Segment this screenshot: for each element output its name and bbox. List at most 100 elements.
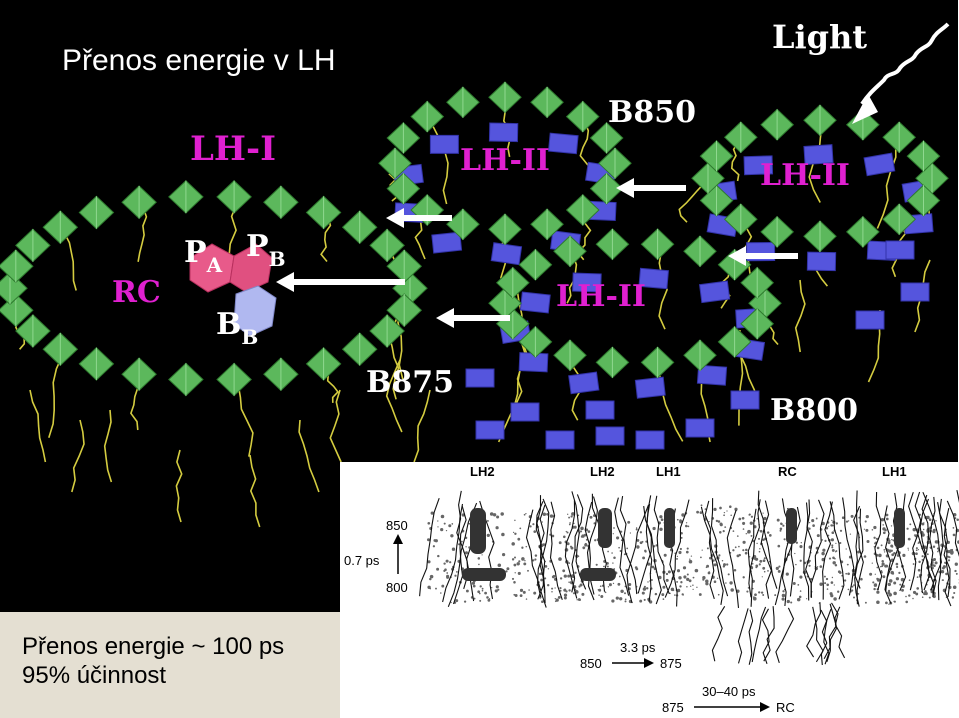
inset-residue-dot <box>797 584 799 586</box>
inset-residue-dot <box>498 563 502 567</box>
inset-residue-dot <box>866 515 869 518</box>
inset-residue-dot <box>640 542 642 544</box>
inset-residue-dot <box>763 559 766 562</box>
inset-residue-dot <box>511 542 515 546</box>
inset-residue-dot <box>486 596 489 599</box>
inset-residue-dot <box>906 528 908 530</box>
b800-bchl-bar <box>686 419 714 437</box>
inset-residue-dot <box>521 558 524 561</box>
inset-residue-dot <box>435 588 437 590</box>
inset-residue-dot <box>501 533 505 537</box>
inset-residue-dot <box>683 566 686 569</box>
inset-residue-dot <box>877 547 880 550</box>
inset-residue-dot <box>883 549 885 551</box>
inset-residue-dot <box>834 558 836 560</box>
inset-residue-dot <box>616 596 619 599</box>
inset-residue-dot <box>487 534 490 537</box>
inset-residue-dot <box>513 564 516 567</box>
inset-residue-dot <box>569 522 571 524</box>
inset-residue-dot <box>520 589 523 592</box>
inset-residue-dot <box>865 520 867 522</box>
inset-residue-dot <box>782 525 784 527</box>
inset-residue-dot <box>452 548 455 551</box>
inset-residue-dot <box>860 578 863 581</box>
inset-residue-dot <box>696 587 697 588</box>
inset-transfer-to: 875 <box>660 656 682 671</box>
inset-residue-dot <box>852 586 854 588</box>
inset-residue-dot <box>489 598 490 599</box>
inset-residue-dot <box>761 591 763 593</box>
inset-residue-dot <box>661 518 664 521</box>
inset-residue-dot <box>647 581 648 582</box>
inset-residue-dot <box>830 592 833 595</box>
inset-residue-dot <box>564 574 567 577</box>
inset-residue-dot <box>545 565 548 568</box>
inset-residue-dot <box>759 563 761 565</box>
inset-residue-dot <box>672 589 674 591</box>
inset-residue-dot <box>914 534 915 535</box>
caption: Přenos energie ~ 100 ps 95% účinnost <box>22 632 284 690</box>
inset-residue-dot <box>822 549 825 552</box>
inset-residue-dot <box>611 599 614 602</box>
inset-header-rc: RC <box>778 464 797 479</box>
inset-residue-dot <box>734 569 737 572</box>
inset-residue-dot <box>755 565 758 568</box>
caption-line-1: Přenos energie ~ 100 ps <box>22 632 284 661</box>
b800-bchl-bar <box>586 401 614 419</box>
inset-residue-dot <box>682 593 684 595</box>
inset-residue-dot <box>636 568 639 571</box>
inset-residue-dot <box>523 562 526 565</box>
inset-residue-dot <box>924 545 925 546</box>
inset-residue-dot <box>454 575 456 577</box>
inset-residue-dot <box>923 529 924 530</box>
inset-residue-dot <box>839 571 842 574</box>
inset-residue-dot <box>436 568 439 571</box>
inset-residue-dot <box>513 581 516 584</box>
inset-residue-dot <box>626 548 628 550</box>
inset-residue-dot <box>882 527 885 530</box>
inset-residue-dot <box>881 560 884 563</box>
inset-residue-dot <box>478 564 480 566</box>
inset-residue-dot <box>896 577 899 580</box>
inset-residue-dot <box>523 591 526 594</box>
inset-residue-dot <box>858 593 860 595</box>
inset-residue-dot <box>625 600 627 602</box>
inset-residue-dot <box>569 524 571 526</box>
inset-residue-dot <box>916 593 919 596</box>
inset-residue-dot <box>466 590 469 593</box>
inset-residue-dot <box>562 569 565 572</box>
inset-residue-dot <box>754 593 757 596</box>
inset-residue-dot <box>613 556 616 559</box>
inset-residue-dot <box>720 523 723 526</box>
inset-residue-dot <box>844 579 846 581</box>
inset-residue-dot <box>806 598 807 599</box>
inset-residue-dot <box>751 516 753 518</box>
inset-residue-dot <box>922 596 924 598</box>
b800-bchl-bar <box>466 369 494 387</box>
inset-residue-dot <box>544 577 546 579</box>
inset-residue-dot <box>851 515 854 518</box>
inset-residue-dot <box>580 530 582 532</box>
inset-residue-dot <box>570 583 572 585</box>
inset-residue-dot <box>644 550 646 552</box>
inset-residue-dot <box>753 597 757 601</box>
inset-residue-dot <box>891 550 893 552</box>
b800-bchl-bar <box>432 232 462 253</box>
inset-residue-dot <box>472 582 475 585</box>
inset-residue-dot <box>578 598 581 601</box>
inset-residue-dot <box>891 553 894 556</box>
inset-residue-dot <box>568 562 570 564</box>
inset-residue-dot <box>811 519 814 522</box>
inset-residue-dot <box>662 586 665 589</box>
inset-residue-dot <box>898 572 900 574</box>
inset-residue-dot <box>780 530 782 532</box>
inset-residue-dot <box>918 569 921 572</box>
inset-residue-dot <box>607 566 609 568</box>
inset-residue-dot <box>916 547 918 549</box>
inset-residue-dot <box>726 563 728 565</box>
inset-residue-dot <box>700 511 703 514</box>
inset-residue-dot <box>500 512 503 515</box>
inset-residue-dot <box>567 542 570 545</box>
inset-residue-dot <box>767 531 769 533</box>
inset-residue-dot <box>659 515 662 518</box>
